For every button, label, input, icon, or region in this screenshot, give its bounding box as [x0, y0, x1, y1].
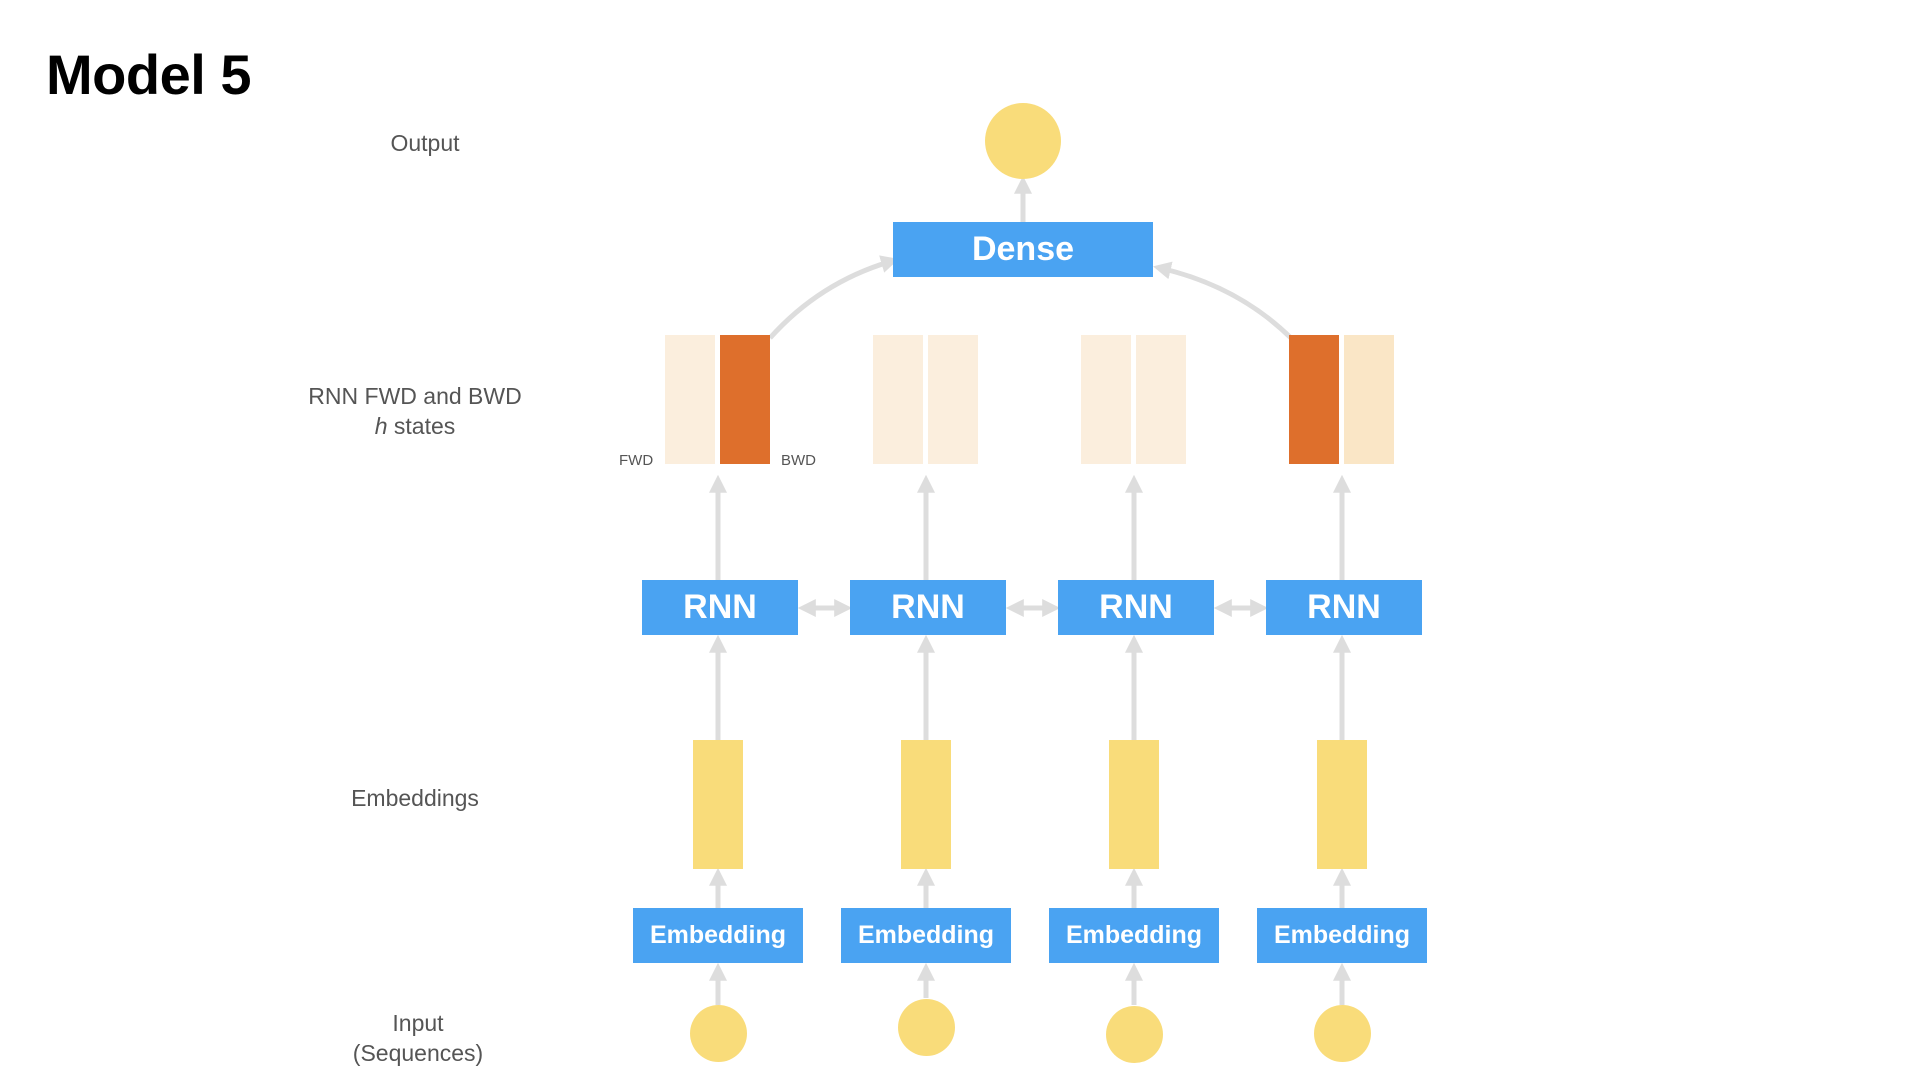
embedding-vector-2: [901, 740, 951, 869]
embedding-layer-1: Embedding: [633, 908, 803, 963]
input-node-1: [690, 1005, 747, 1062]
rnn-block-2: RNN: [850, 580, 1006, 635]
states-row-label: RNN FWD and BWD h states: [308, 381, 521, 441]
state2-bwd-bar: [928, 335, 978, 464]
rnn-block-1: RNN: [642, 580, 798, 635]
first-bwd-to-dense-arrow: [768, 255, 899, 340]
output-row-label: Output: [390, 130, 460, 156]
bwd-label: BWD: [781, 452, 816, 469]
states-row-label-line1: RNN FWD and BWD: [308, 383, 522, 409]
input-row-label-line1: Input: [392, 1010, 444, 1036]
embedding-vector-1: [693, 740, 743, 869]
states-row-label-line2: h states: [308, 411, 521, 441]
fwd-label: FWD: [619, 452, 654, 469]
embedding-vector-3: [1109, 740, 1159, 869]
output-node: [985, 103, 1061, 179]
state2-fwd-bar: [873, 335, 923, 464]
embedding-layer-4: Embedding: [1257, 908, 1427, 963]
rnn-block-3: RNN: [1058, 580, 1214, 635]
input-row-label-line2: (Sequences): [352, 1040, 484, 1066]
embedding-layer-2: Embedding: [841, 908, 1011, 963]
dense-layer: Dense: [893, 222, 1153, 277]
slide-title: Model 5: [46, 43, 251, 106]
state3-bwd-bar: [1136, 335, 1186, 464]
state3-fwd-bar: [1081, 335, 1131, 464]
input-node-3: [1106, 1006, 1163, 1063]
embedding-vector-4: [1317, 740, 1367, 869]
states-word: states: [387, 413, 456, 439]
embeddings-row-label: Embeddings: [351, 785, 479, 811]
state1-bwd-bar: [720, 335, 770, 464]
state4-fwd-bar: [1289, 335, 1339, 464]
state1-fwd-bar: [665, 335, 715, 464]
rnn-block-4: RNN: [1266, 580, 1422, 635]
h-symbol: h: [374, 413, 388, 439]
input-node-4: [1314, 1005, 1371, 1062]
embedding-layer-3: Embedding: [1049, 908, 1219, 963]
state4-bwd-bar: [1344, 335, 1394, 464]
last-fwd-to-dense-arrow: [1152, 261, 1293, 340]
input-row-label: Input (Sequences): [353, 1008, 483, 1068]
input-node-2: [898, 999, 955, 1056]
